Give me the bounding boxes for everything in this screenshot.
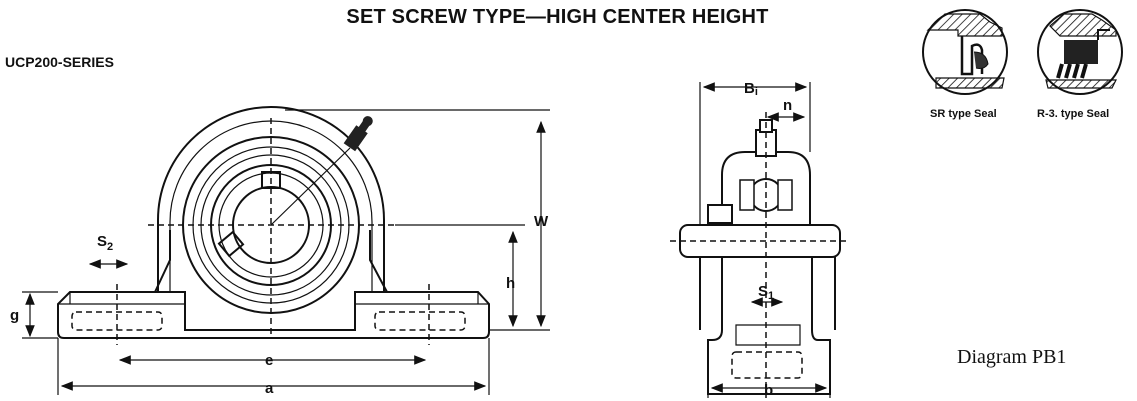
grease-fitting bbox=[343, 116, 373, 152]
sr-seal-label: SR type Seal bbox=[930, 108, 997, 120]
housing-section bbox=[721, 151, 811, 226]
side-view bbox=[670, 82, 850, 398]
set-screw-side bbox=[217, 230, 245, 258]
dim-h: h bbox=[506, 275, 515, 292]
front-view bbox=[57, 106, 550, 345]
set-screw bbox=[707, 204, 733, 224]
housing-dome bbox=[157, 106, 385, 292]
dim-a: a bbox=[265, 380, 274, 397]
r3-seal-label: R-3. type Seal bbox=[1037, 108, 1109, 120]
pedestal-body bbox=[707, 257, 831, 395]
dim-w: W bbox=[534, 213, 549, 230]
dim-bi: Bi bbox=[744, 80, 758, 98]
base-outline bbox=[57, 291, 490, 339]
side-dimensions bbox=[702, 82, 828, 393]
bolt-slot-right bbox=[374, 311, 466, 331]
front-dimensions bbox=[22, 120, 546, 395]
dim-s2: S2 bbox=[97, 233, 113, 253]
dim-b: b bbox=[764, 382, 773, 399]
diagram-caption: Diagram PB1 bbox=[957, 346, 1067, 368]
dim-g: g bbox=[10, 307, 19, 324]
series-label: UCP200-SERIES bbox=[5, 54, 114, 70]
dim-n: n bbox=[783, 97, 792, 114]
diagram-title: SET SCREW TYPE—HIGH CENTER HEIGHT bbox=[346, 6, 769, 28]
sr-seal-detail bbox=[922, 9, 1008, 95]
dim-e: e bbox=[265, 352, 273, 369]
dim-s1: S1 bbox=[758, 283, 774, 302]
r3-seal-detail bbox=[1037, 9, 1123, 95]
